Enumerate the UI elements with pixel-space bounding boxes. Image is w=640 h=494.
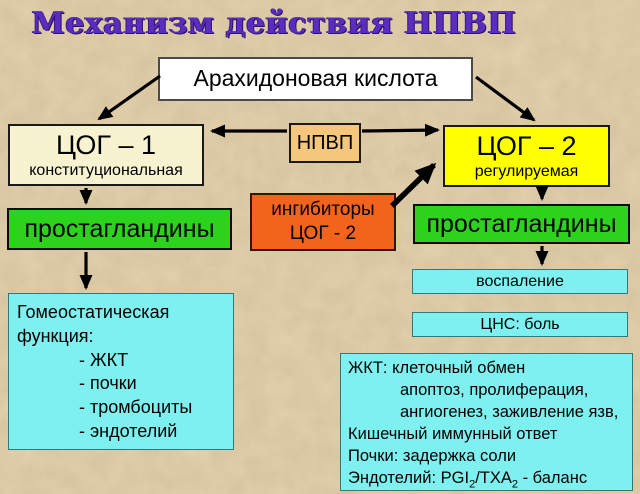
txa2-subscript: 2 xyxy=(511,477,519,490)
box-cox1: ЦОГ – 1 конституциональная xyxy=(8,124,204,186)
nsaid-label: НПВП xyxy=(296,131,354,154)
effects-line-endothelium: Эндотелий: PGI2/TXA2 - баланс xyxy=(348,468,587,490)
effects-line-apoptosis: апоптоз, пролиферация, xyxy=(400,380,589,399)
cox2-subtitle: регулируемая xyxy=(474,162,579,180)
box-prostaglandins-right: простагландины xyxy=(413,204,630,244)
homeostatic-item-endothelium: - эндотелий xyxy=(79,420,178,441)
inflammation-label: воспаление xyxy=(476,272,564,290)
effects-line-angiogenesis: ангиогенез, заживление язв, xyxy=(400,402,619,421)
box-cox2: ЦОГ – 2 регулируемая xyxy=(443,125,610,187)
box-cox2-inhibitors: ингибиторы ЦОГ - 2 xyxy=(250,193,396,251)
pgi2-subscript: 2 xyxy=(469,477,476,490)
endothelium-text-3: - баланс xyxy=(518,468,588,487)
box-inflammation: воспаление xyxy=(412,269,628,294)
cox1-title: ЦОГ – 1 xyxy=(55,130,157,161)
slide-title: Механизм действия НПВП xyxy=(31,6,517,41)
homeostatic-item-gi: - ЖКТ xyxy=(79,349,129,370)
cox2-title: ЦОГ – 2 xyxy=(476,131,577,162)
box-prostaglandins-left: простагландины xyxy=(7,208,232,250)
homeostatic-item-kidneys: - почки xyxy=(79,373,137,394)
cns-pain-label: ЦНС: боль xyxy=(480,315,560,333)
box-nsaid: НПВП xyxy=(289,123,361,163)
homeostatic-item-platelets: - тромбоциты xyxy=(79,397,193,417)
prostaglandins-right-label: простагландины xyxy=(426,210,617,238)
inhibitors-line1: ингибиторы xyxy=(271,199,375,221)
homeostatic-line-2: функция: xyxy=(17,325,94,346)
box-cox2-effects: ЖКТ: клеточный обмен апоптоз, пролиферац… xyxy=(340,353,633,491)
arachidonic-acid-label: Арахидоновая кислота xyxy=(193,65,438,92)
cox1-subtitle: конституциональная xyxy=(29,161,183,179)
box-homeostatic-function: Гомеостатическая функция: - ЖКТ - почки … xyxy=(8,293,234,450)
box-cns-pain: ЦНС: боль xyxy=(412,312,628,337)
endothelium-text-1: Эндотелий: PGI xyxy=(348,468,470,487)
effects-line-immune: Кишечный иммунный ответ xyxy=(348,424,558,443)
endothelium-text-2: /TXA xyxy=(475,468,512,487)
box-arachidonic-acid: Арахидоновая кислота xyxy=(158,57,473,101)
effects-line-kidneys: Почки: задержка соли xyxy=(348,446,517,465)
homeostatic-line-1: Гомеостатическая xyxy=(17,302,170,322)
inhibitors-line2: ЦОГ - 2 xyxy=(289,223,357,244)
prostaglandins-left-label: простагландины xyxy=(24,215,215,243)
effects-line-gi: ЖКТ: клеточный обмен xyxy=(348,359,526,377)
